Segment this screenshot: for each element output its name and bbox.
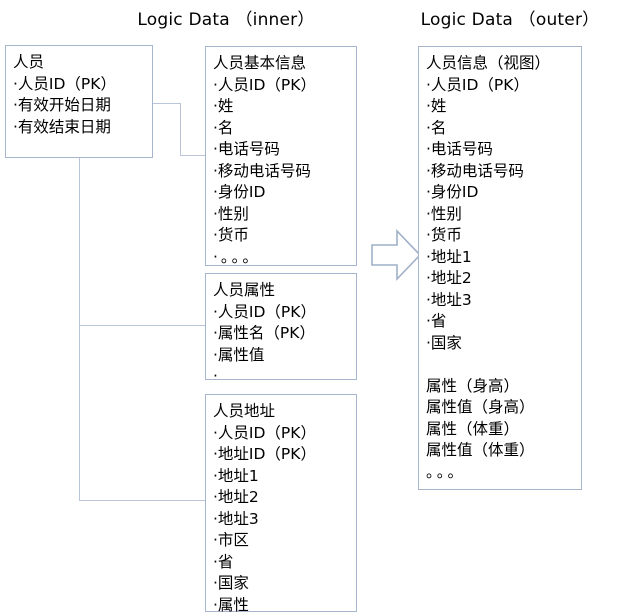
entity-field: ·地址1: [426, 247, 472, 266]
entity-field: ·: [213, 367, 218, 385]
entity-field: ·姓: [426, 97, 447, 115]
entity-field: ·地址2: [213, 488, 259, 506]
entity-field: ·性别: [426, 204, 462, 223]
column-title-inner: Logic Data （inner）: [137, 10, 315, 30]
entity-field: ·性别: [213, 204, 249, 223]
entity-field: 属性（体重）: [426, 419, 520, 438]
entity-field: ·省: [426, 312, 447, 330]
entity-field: ·属性值: [213, 345, 265, 364]
entity-field-list-person: ·人员ID（PK） ·有效开始日期 ·有效结束日期: [13, 74, 145, 139]
entity-field: ·国家: [213, 574, 249, 592]
entity-field-spacer: [426, 354, 574, 376]
entity-title-person: 人员: [13, 53, 45, 71]
entity-field: ·人员ID（PK）: [13, 74, 116, 93]
entity-field: ·地址1: [213, 466, 259, 485]
entity-field: ·货币: [426, 226, 462, 244]
connector-trunk-vertical: [79, 158, 80, 501]
entity-field: ·名: [426, 118, 447, 137]
entity-field: ·名: [213, 118, 234, 137]
connector-trunk-to-address: [79, 500, 206, 501]
entity-field: ·属性名（PK）: [213, 324, 315, 342]
entity-field: ·省: [213, 552, 234, 571]
entity-field: ·人员ID（PK）: [213, 302, 316, 321]
entity-field-ellipsis: ·。。。: [213, 247, 261, 266]
entity-field: ·移动电话号码: [426, 161, 524, 180]
entity-field: ·人员ID（PK）: [426, 75, 529, 94]
entity-field-list-person-view: ·人员ID（PK） ·姓 ·名 ·电话号码 ·移动电话号码 ·身份ID ·性别 …: [426, 75, 574, 484]
entity-box-person[interactable]: 人员 ·人员ID（PK） ·有效开始日期 ·有效结束日期: [5, 45, 153, 158]
connector-trunk-to-attr: [79, 325, 206, 326]
entity-field: ·移动电话号码: [213, 161, 311, 180]
entity-box-person-view[interactable]: 人员信息（视图） ·人员ID（PK） ·姓 ·名 ·电话号码 ·移动电话号码 ·…: [418, 46, 582, 490]
entity-field: ·电话号码: [213, 140, 280, 158]
entity-field: ·地址3: [426, 290, 472, 309]
entity-field-list-person-address: ·人员ID（PK） ·地址ID（PK） ·地址1 ·地址2 ·地址3 ·市区 ·…: [213, 423, 349, 616]
entity-title-person-view: 人员信息（视图）: [426, 54, 551, 72]
entity-field: ·姓: [213, 97, 234, 115]
entity-title-person-address: 人员地址: [213, 402, 276, 420]
entity-field: 属性（身高）: [426, 376, 520, 395]
entity-field: ·国家: [426, 333, 462, 352]
entity-field: ·电话号码: [426, 140, 493, 158]
entity-field: ·有效开始日期: [13, 96, 111, 114]
entity-field: ·地址2: [426, 269, 472, 287]
entity-field-list-person-basic: ·人员ID（PK） ·姓 ·名 ·电话号码 ·移动电话号码 ·身份ID ·性别 …: [213, 75, 349, 269]
entity-field: ·身份ID: [426, 183, 479, 201]
entity-field: 属性值（身高）: [426, 398, 535, 416]
entity-box-person-attribute[interactable]: 人员属性 ·人员ID（PK） ·属性名（PK） ·属性值 ·: [205, 273, 357, 385]
entity-field: ·人员ID（PK）: [213, 423, 316, 442]
entity-box-person-address[interactable]: 人员地址 ·人员ID（PK） ·地址ID（PK） ·地址1 ·地址2 ·地址3 …: [205, 394, 357, 614]
entity-field: ·市区: [213, 531, 249, 549]
entity-field: ·身份ID: [213, 183, 266, 201]
entity-field-list-person-attribute: ·人员ID（PK） ·属性名（PK） ·属性值 ·: [213, 302, 349, 388]
entity-field: ·地址3: [213, 509, 259, 528]
entity-field: ·有效结束日期: [13, 117, 111, 136]
transform-arrow-icon: [370, 228, 422, 282]
column-title-outer: Logic Data （outer）: [420, 10, 600, 30]
entity-field: ·属性: [213, 595, 249, 614]
entity-title-person-attribute: 人员属性: [213, 281, 276, 299]
entity-field-ellipsis: 。。。: [426, 462, 467, 481]
entity-field: 属性值（体重）: [426, 441, 535, 459]
entity-field: ·人员ID（PK）: [213, 75, 316, 94]
entity-field: ·货币: [213, 226, 249, 244]
connector-person-to-basic-h1: [152, 103, 181, 104]
connector-person-to-basic-v: [180, 103, 181, 156]
entity-title-person-basic: 人员基本信息: [213, 54, 307, 72]
entity-field: ·地址ID（PK）: [213, 445, 316, 463]
entity-box-person-basic[interactable]: 人员基本信息 ·人员ID（PK） ·姓 ·名 ·电话号码 ·移动电话号码 ·身份…: [205, 46, 357, 266]
connector-person-to-basic-h2: [180, 155, 206, 156]
